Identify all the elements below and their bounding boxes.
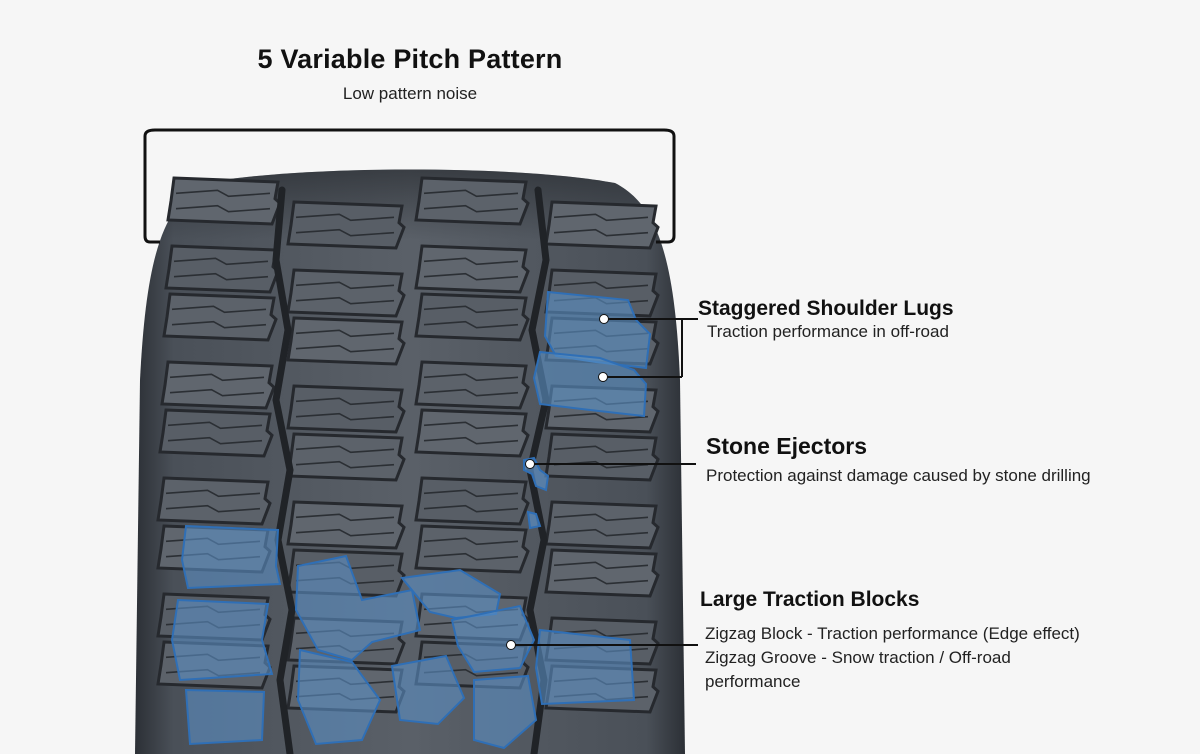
tread-sipe xyxy=(423,504,519,513)
tread-block xyxy=(166,176,282,226)
tread-sipe xyxy=(175,189,271,198)
tread-block xyxy=(158,408,274,458)
stone-ejectors-description: Protection against damage caused by ston… xyxy=(706,466,1091,485)
zigzag-groove-description: Zigzag Groove - Snow traction / Off-road… xyxy=(705,648,1011,691)
tread-sipe xyxy=(295,513,395,522)
tread-block xyxy=(414,244,530,294)
tread-sipe xyxy=(295,213,395,222)
tread-block xyxy=(414,476,530,526)
tread-sipe xyxy=(295,445,395,454)
shoulder-lug-highlights xyxy=(532,290,652,418)
tread-sipe xyxy=(295,296,395,305)
tread-sipe xyxy=(553,576,649,585)
tread-sipe xyxy=(295,412,395,421)
tread-sipe xyxy=(175,204,271,213)
tread-sipe xyxy=(295,460,395,469)
tread-block xyxy=(164,244,280,294)
zigzag-block-description: Zigzag Block - Traction performance (Edg… xyxy=(705,624,1080,643)
pattern-title: 5 Variable Pitch Pattern xyxy=(257,44,563,74)
tread-sipe xyxy=(167,436,263,445)
tread-sipe xyxy=(423,320,519,329)
tread-sipe xyxy=(553,629,649,638)
leader-dots xyxy=(506,314,609,650)
tread-sipe xyxy=(423,272,519,281)
tread-sipe xyxy=(169,388,265,397)
tread-block xyxy=(544,200,660,250)
tread-sipe xyxy=(423,436,519,445)
shoulder-lugs-description: Traction performance in off-road xyxy=(707,322,949,341)
pattern-subtitle: Low pattern noise xyxy=(342,84,478,103)
tread-sipe xyxy=(553,412,649,421)
tread-sipe xyxy=(553,513,649,522)
tread-sipe xyxy=(423,421,519,430)
tread-sipe xyxy=(295,397,395,406)
tread-block xyxy=(414,292,530,342)
tread-block xyxy=(286,200,406,250)
tread-sipe xyxy=(423,489,519,498)
tread-block xyxy=(286,500,406,550)
tread-sipe xyxy=(295,281,395,290)
stone-ejectors-title: Stone Ejectors xyxy=(706,433,868,459)
traction-blocks-title: Large Traction Blocks xyxy=(700,588,920,611)
tread-sipe xyxy=(165,489,261,498)
tread-block xyxy=(414,408,530,458)
tread-block xyxy=(286,384,406,434)
tread-sipe xyxy=(171,305,267,314)
tread-block xyxy=(414,524,530,574)
tread-sipe xyxy=(295,344,395,353)
tread-block xyxy=(544,500,660,550)
tread-sipe xyxy=(423,537,519,546)
tread-sipe xyxy=(553,528,649,537)
tread-sipe xyxy=(423,305,519,314)
tread-block xyxy=(544,432,660,482)
tread-block xyxy=(160,360,276,410)
tread-sipe xyxy=(553,561,649,570)
tread-block xyxy=(286,268,406,318)
tread-block xyxy=(544,548,660,598)
tread-sipe xyxy=(423,189,519,198)
tread-sipe xyxy=(171,320,267,329)
tread-sipe xyxy=(553,228,649,237)
tread-sipe xyxy=(173,257,269,266)
tread-block xyxy=(414,360,530,410)
tread-sipe xyxy=(295,228,395,237)
tread-sipe xyxy=(295,528,395,537)
shoulder-lugs-title: Staggered Shoulder Lugs xyxy=(698,297,954,320)
pitch-bracket xyxy=(143,128,676,244)
tread-sipe xyxy=(553,281,649,290)
tread-sipe xyxy=(423,552,519,561)
tread-block xyxy=(162,292,278,342)
tread-block xyxy=(286,432,406,482)
tread-sipe xyxy=(173,272,269,281)
tread-block xyxy=(414,176,530,226)
tread-sipe xyxy=(423,373,519,382)
tread-sipe xyxy=(423,204,519,213)
tread-sipe xyxy=(423,388,519,397)
leader-lines xyxy=(511,318,698,646)
tread-block xyxy=(156,476,272,526)
tread-sipe xyxy=(165,504,261,513)
tread-sipe xyxy=(553,445,649,454)
tread-sipe xyxy=(169,373,265,382)
tread-sipe xyxy=(423,257,519,266)
tread-block xyxy=(286,316,406,366)
tread-sipe xyxy=(553,213,649,222)
tread-sipe xyxy=(167,421,263,430)
tread-sipe xyxy=(295,329,395,338)
traction-block-highlights xyxy=(170,524,636,750)
